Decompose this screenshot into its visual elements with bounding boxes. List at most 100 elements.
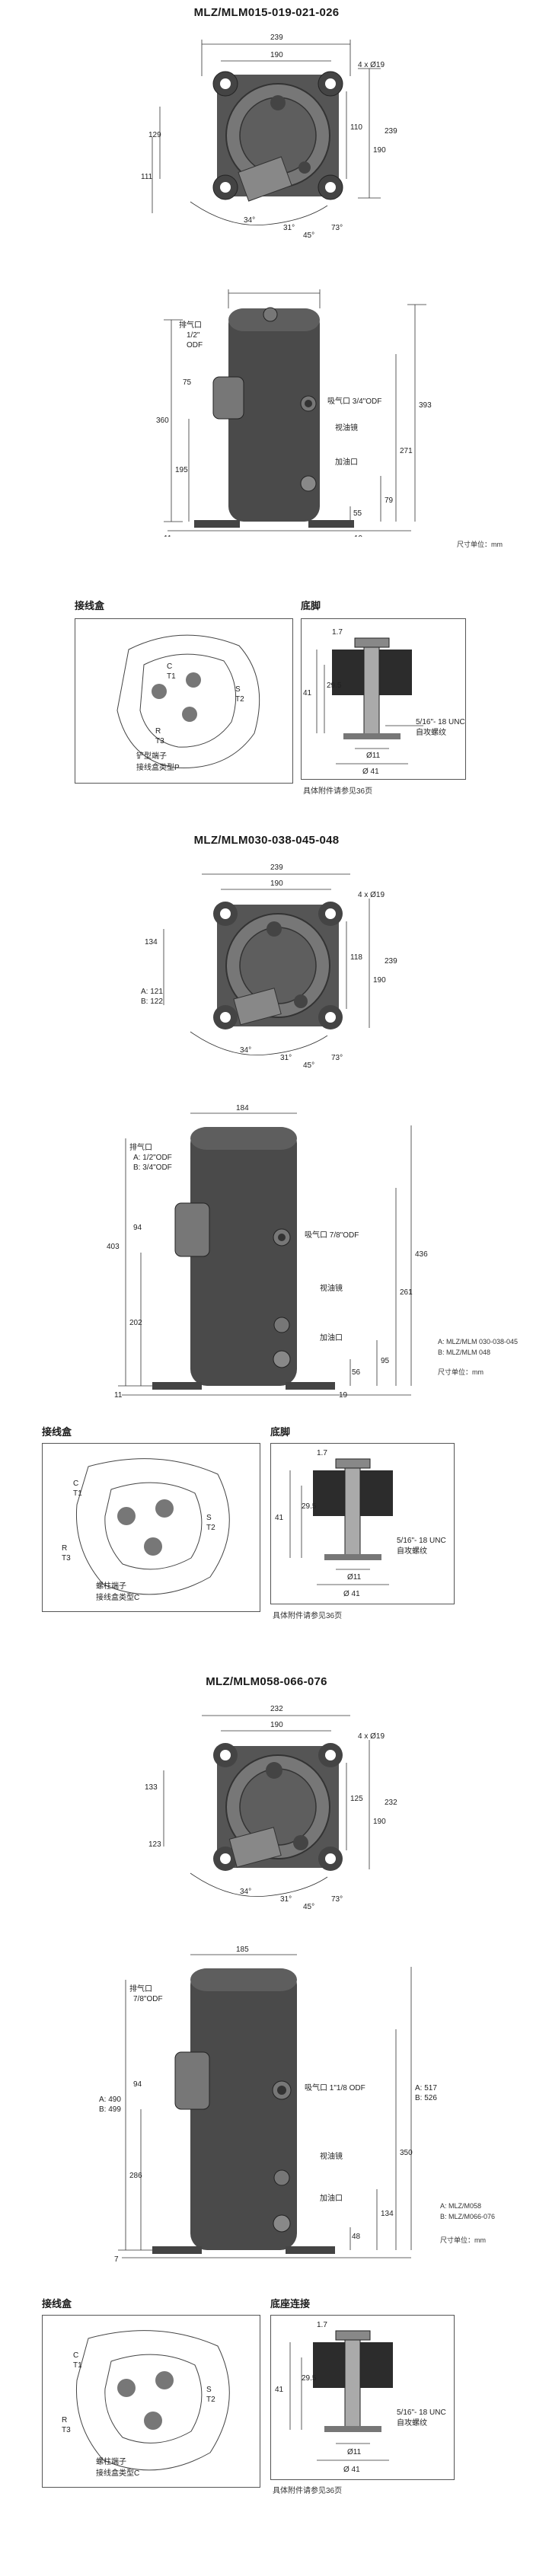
dim-dia-11: Ø11 bbox=[347, 2448, 362, 2456]
dim-dia-41: Ø 41 bbox=[343, 2466, 360, 2474]
model-legend: A: MLZ/M058 B: MLZ/M066-076 bbox=[440, 2201, 495, 2222]
dim-11: 11 bbox=[114, 1391, 123, 1400]
dim-195: 195 bbox=[175, 466, 188, 474]
junction-box-title: 接线盒 bbox=[42, 2298, 72, 2309]
terminal-t3: T3 bbox=[62, 2426, 71, 2434]
dim-110: 110 bbox=[350, 123, 362, 132]
unit-note: 尺寸单位：mm bbox=[440, 2236, 486, 2244]
junction-box-panel: C T1 S T2 R T3 铲型端子 接线盒类型P bbox=[75, 618, 293, 784]
foot-panel: 1.7 41 29.5 5/16"- 18 UNC 自攻螺纹 Ø11 Ø 41 bbox=[270, 2315, 455, 2480]
accessories-reference: 具体附件请参见36页 bbox=[273, 1612, 343, 1620]
dim-width-190: 190 bbox=[270, 51, 283, 59]
unit-note: 尺寸单位：mm bbox=[457, 541, 503, 548]
dim-b-122: B: 122 bbox=[141, 998, 163, 1006]
dim-angle-45: 45° bbox=[303, 1061, 314, 1070]
dim-width-232: 232 bbox=[270, 1705, 283, 1713]
legend-b: B: MLZ/M066-076 bbox=[440, 2213, 496, 2220]
dim-dia-41: Ø 41 bbox=[362, 768, 379, 776]
dim-b-499: B: 499 bbox=[99, 2105, 121, 2114]
model-title: MLZ/MLM030-038-045-048 bbox=[193, 834, 340, 847]
terminal-s: S bbox=[206, 2386, 212, 2394]
dim-a-490: A: 490 bbox=[99, 2096, 121, 2104]
dim-29-5: 29.5 bbox=[302, 1502, 317, 1511]
oil-port-label: 加油口 bbox=[335, 457, 358, 467]
model-title: MLZ/MLM015-019-021-026 bbox=[193, 6, 340, 19]
dim-56: 56 bbox=[352, 1368, 361, 1377]
dim-dia-41: Ø 41 bbox=[343, 1590, 360, 1598]
dim-75: 75 bbox=[183, 378, 192, 387]
dim-41-vertical: 41 bbox=[275, 2386, 284, 2394]
discharge-size: 1/2" bbox=[187, 331, 200, 340]
dim-403: 403 bbox=[107, 1243, 120, 1251]
terminal-t2: T2 bbox=[206, 2396, 215, 2404]
dim-95: 95 bbox=[381, 1357, 390, 1365]
dim-202: 202 bbox=[129, 1319, 142, 1327]
terminal-s: S bbox=[206, 1514, 212, 1522]
dim-b-526: B: 526 bbox=[415, 2094, 437, 2102]
dim-94: 94 bbox=[133, 1224, 142, 1232]
dim-a-121: A: 121 bbox=[141, 988, 163, 996]
discharge-label: 排气口 bbox=[129, 1984, 152, 1993]
self-tapping-thread: 自攻螺纹 bbox=[397, 1546, 427, 1556]
dim-angle-34: 34° bbox=[244, 216, 255, 225]
dim-1-7: 1.7 bbox=[332, 628, 343, 637]
legend-a: A: MLZ/M058 bbox=[440, 2202, 482, 2210]
sight-glass-label: 视油镜 bbox=[320, 1283, 343, 1293]
dim-239-vertical: 239 bbox=[385, 127, 397, 136]
self-tapping-thread: 自攻螺纹 bbox=[416, 727, 446, 737]
foot-panel: 1.7 41 29.5 5/16"- 18 UNC 自攻螺纹 Ø11 Ø 41 bbox=[301, 618, 466, 780]
suction-label: 吸气口 3/4"ODF bbox=[327, 396, 381, 406]
sight-glass-label: 视油镜 bbox=[335, 423, 358, 433]
top-view-drawing: 239 190 4 x Ø19 129 111 34° 31° 45° 73° … bbox=[141, 34, 397, 240]
legend-b: B: MLZ/MLM 048 bbox=[438, 1349, 491, 1356]
dim-width-239: 239 bbox=[270, 863, 283, 872]
suction-label: 吸气口 1"1/8 ODF bbox=[305, 2083, 365, 2092]
accessories-reference: 具体附件请参见36页 bbox=[303, 787, 373, 796]
dim-239-vertical: 239 bbox=[385, 957, 397, 966]
dim-dia-11: Ø11 bbox=[347, 1573, 362, 1582]
discharge-odf: ODF bbox=[187, 341, 203, 350]
dim-41-vertical: 41 bbox=[303, 689, 312, 697]
dim-19: 19 bbox=[354, 535, 363, 537]
dim-dia-11: Ø11 bbox=[366, 752, 381, 760]
self-tapping-thread: 自攻螺纹 bbox=[397, 2418, 427, 2428]
dim-436: 436 bbox=[415, 1250, 428, 1259]
junction-box-panel: C T1 S T2 R T3 螺柱端子 接线盒类型C bbox=[42, 2315, 260, 2488]
dim-190-vertical: 190 bbox=[373, 1818, 386, 1826]
model-legend: A: MLZ/MLM 030-038-045 B: MLZ/MLM 048 bbox=[438, 1336, 518, 1358]
terminal-type-note: 螺柱端子 bbox=[96, 2456, 126, 2466]
junction-box-title: 接线盒 bbox=[75, 600, 105, 611]
terminal-t1: T1 bbox=[167, 672, 176, 681]
dim-7: 7 bbox=[114, 2255, 119, 2264]
side-view-drawing: 185 排气口 7/8"ODF 吸气口 1"1/8 ODF 视油镜 加油口 94… bbox=[99, 1946, 437, 2264]
model-section-3: MLZ/MLM058-066-076 232 190 4 x Ø19 133 1… bbox=[0, 1675, 533, 2576]
dim-232-vertical: 232 bbox=[385, 1799, 397, 1807]
dim-29-5: 29.5 bbox=[327, 682, 342, 690]
foot-title: 底座连接 bbox=[270, 2298, 311, 2309]
foot-panel: 1.7 41 29.5 5/16"- 18 UNC 自攻螺纹 Ø11 Ø 41 bbox=[270, 1443, 455, 1604]
dim-134: 134 bbox=[145, 938, 158, 946]
dim-angle-34: 34° bbox=[240, 1046, 251, 1055]
dim-94: 94 bbox=[133, 2080, 142, 2089]
terminal-c: C bbox=[73, 1480, 78, 1488]
dim-286: 286 bbox=[129, 2172, 142, 2180]
terminal-r: R bbox=[62, 1544, 67, 1553]
dim-11: 11 bbox=[164, 535, 172, 537]
terminal-t1: T1 bbox=[73, 1489, 82, 1498]
model-section-1: MLZ/MLM015-019-021-026 239 190 4 x Ø19 bbox=[0, 0, 533, 807]
holes-label: 4 x Ø19 bbox=[358, 61, 385, 69]
top-view-drawing: 239 190 4 x Ø19 134 A: 121 B: 122 34° 31… bbox=[141, 863, 397, 1070]
dim-angle-34: 34° bbox=[240, 1888, 251, 1896]
discharge-size-a: A: 1/2"ODF bbox=[133, 1154, 172, 1162]
dim-1-7: 1.7 bbox=[317, 2321, 327, 2329]
dim-350: 350 bbox=[400, 2149, 413, 2157]
discharge-label: 排气口 bbox=[129, 1142, 152, 1152]
junction-box-panel: C T1 S T2 R T3 螺柱端子 接线盒类型C bbox=[42, 1443, 260, 1612]
dim-width-190: 190 bbox=[270, 1721, 283, 1729]
model-section-2: MLZ/MLM030-038-045-048 239 190 4 x Ø19 1… bbox=[0, 834, 533, 1656]
terminal-type-note: 螺柱端子 bbox=[96, 1581, 126, 1591]
discharge-size-b: B: 3/4"ODF bbox=[133, 1164, 172, 1172]
dim-111: 111 bbox=[141, 173, 153, 181]
dim-width-190: 190 bbox=[270, 879, 283, 888]
holes-label: 4 x Ø19 bbox=[358, 1732, 385, 1741]
